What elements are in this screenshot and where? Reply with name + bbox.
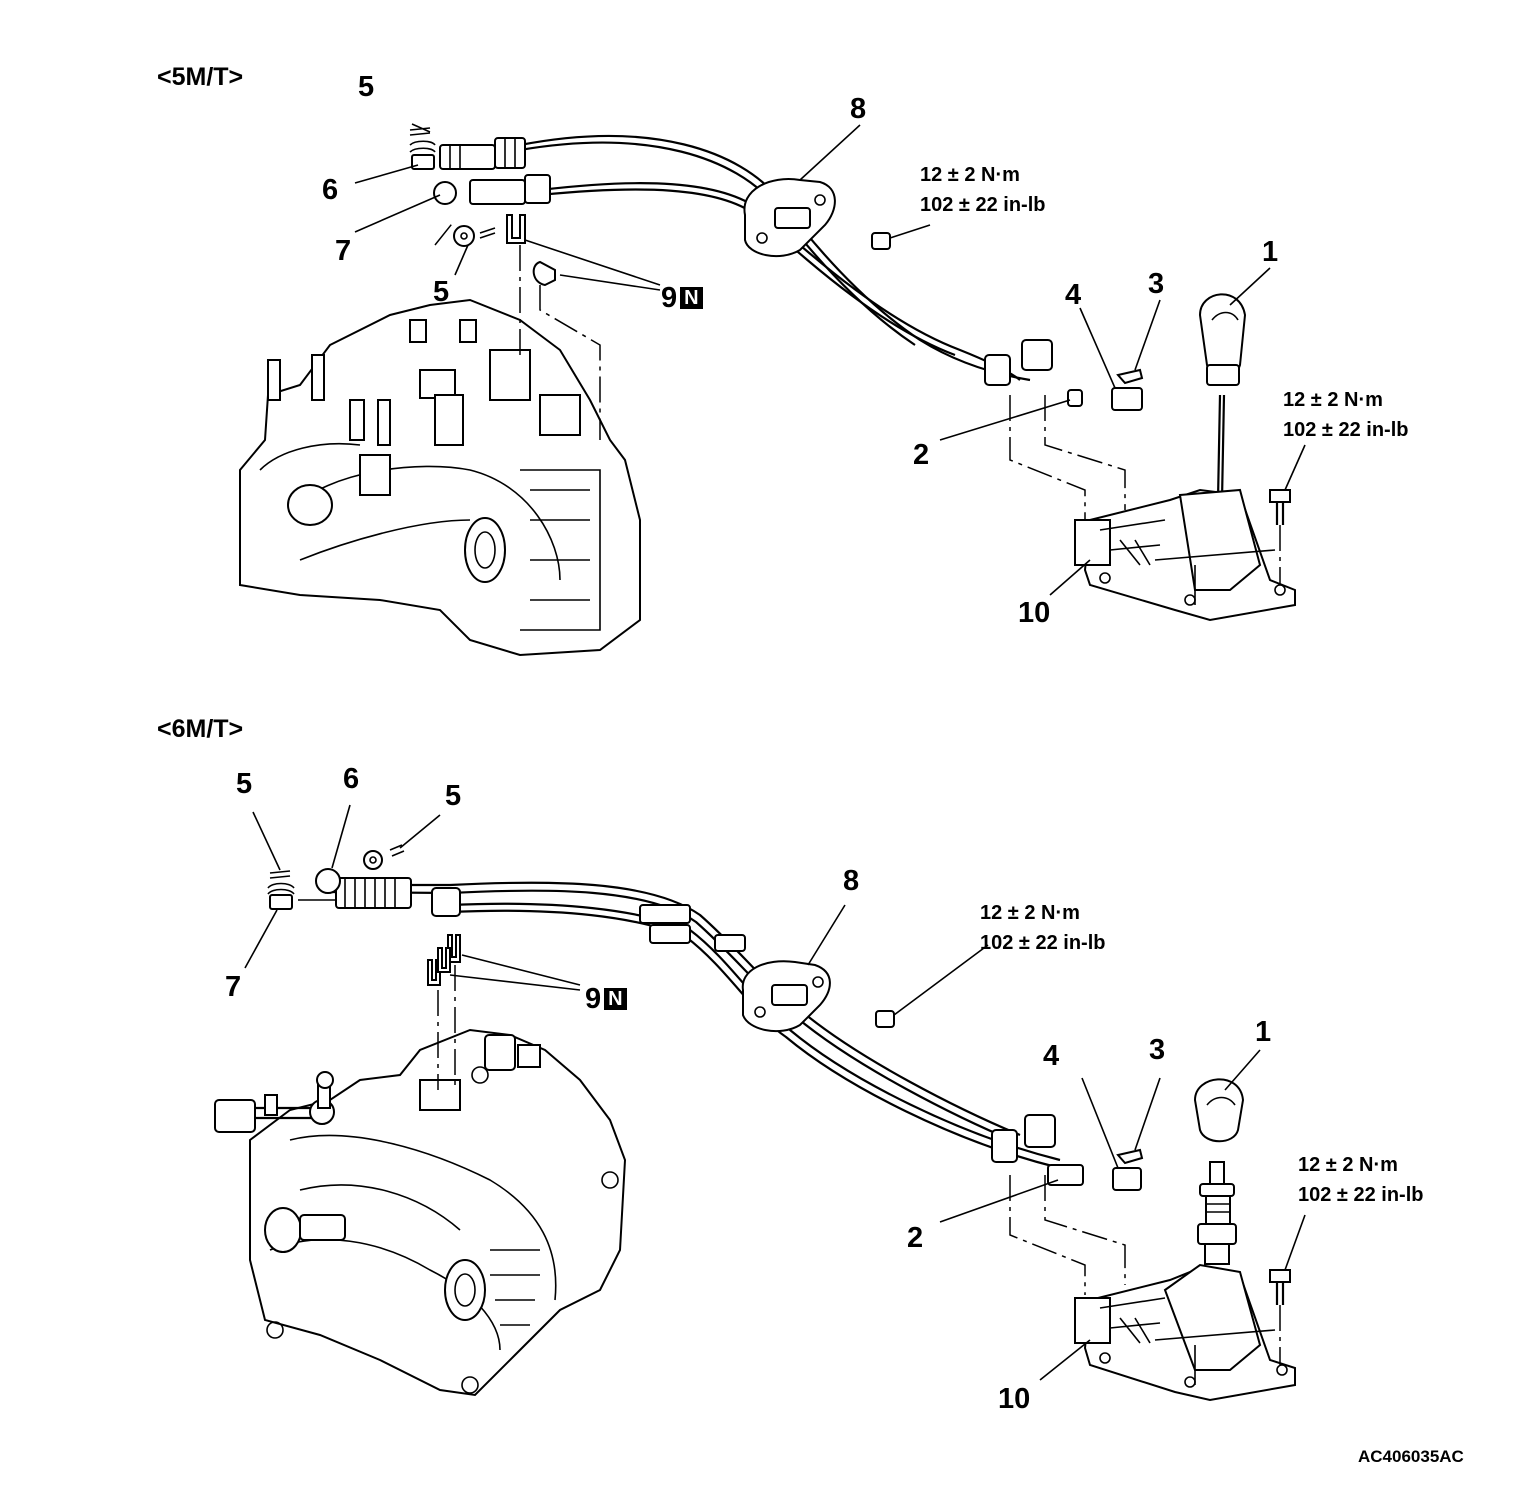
callout-7: 7: [335, 235, 352, 267]
callout-4: 4: [1043, 1040, 1060, 1072]
torque-nm: 12 ± 2 N·m: [1283, 389, 1383, 411]
transaxle-6mt: [214, 1028, 627, 1397]
cable-assembly-5mt: [439, 134, 1143, 411]
callout-5-lower: 5: [433, 276, 450, 308]
callout-6: 6: [343, 763, 360, 795]
shift-lever-6mt: [1074, 1078, 1296, 1402]
callout-7: 7: [225, 971, 242, 1003]
callout-5-left: 5: [236, 768, 253, 800]
callout-9-number: 9: [661, 282, 678, 314]
torque-nm: 12 ± 2 N·m: [980, 902, 1080, 924]
section-6mt-drawing: [214, 804, 1306, 1402]
callout-2: 2: [913, 439, 930, 471]
callout-10: 10: [1018, 597, 1051, 629]
torque-inlb: 102 ± 22 in-lb: [1298, 1184, 1424, 1206]
callout-2: 2: [907, 1222, 924, 1254]
callout-9-number: 9: [585, 983, 602, 1015]
callout-3: 3: [1149, 1034, 1166, 1066]
callout-4: 4: [1065, 279, 1082, 311]
torque-nm: 12 ± 2 N·m: [1298, 1154, 1398, 1176]
figure-reference-code: AC406035AC: [1358, 1447, 1464, 1466]
parts-5-6-7-5mt: [409, 127, 1144, 407]
callout-8: 8: [850, 93, 867, 125]
leader-lines-5mt: [354, 123, 1306, 596]
torque-spec-lever-bolt: 12 ± 2 N·m 102 ± 22 in-lb: [1298, 1150, 1423, 1210]
callout-1: 1: [1262, 236, 1279, 268]
callout-3: 3: [1148, 268, 1165, 300]
torque-inlb: 102 ± 22 in-lb: [1283, 419, 1409, 441]
callout-6: 6: [322, 174, 339, 206]
shift-lever-5mt: [1074, 293, 1296, 622]
non-reusable-mark: N: [680, 287, 703, 309]
section-heading-5mt: <5M/T>: [157, 63, 244, 91]
section-5mt-drawing: [239, 123, 1306, 657]
torque-inlb: 102 ± 22 in-lb: [920, 194, 1046, 216]
torque-nm: 12 ± 2 N·m: [920, 164, 1020, 186]
callout-8: 8: [843, 865, 860, 897]
parts-5-6-7-6mt: [267, 844, 1144, 1165]
torque-spec-cable-bolt: 12 ± 2 N·m 102 ± 22 in-lb: [920, 160, 1045, 220]
callout-5-right: 5: [445, 780, 462, 812]
torque-spec-lever-bolt: 12 ± 2 N·m 102 ± 22 in-lb: [1283, 385, 1408, 445]
torque-inlb: 102 ± 22 in-lb: [980, 932, 1106, 954]
torque-spec-cable-bolt: 12 ± 2 N·m 102 ± 22 in-lb: [980, 898, 1105, 958]
leader-lines-6mt: [244, 804, 1306, 1381]
callout-1: 1: [1255, 1016, 1272, 1048]
callout-10: 10: [998, 1383, 1031, 1415]
section-heading-6mt: <6M/T>: [157, 715, 244, 743]
callout-5-upper: 5: [358, 71, 375, 103]
transaxle-5mt: [239, 298, 641, 657]
non-reusable-mark: N: [604, 988, 627, 1010]
